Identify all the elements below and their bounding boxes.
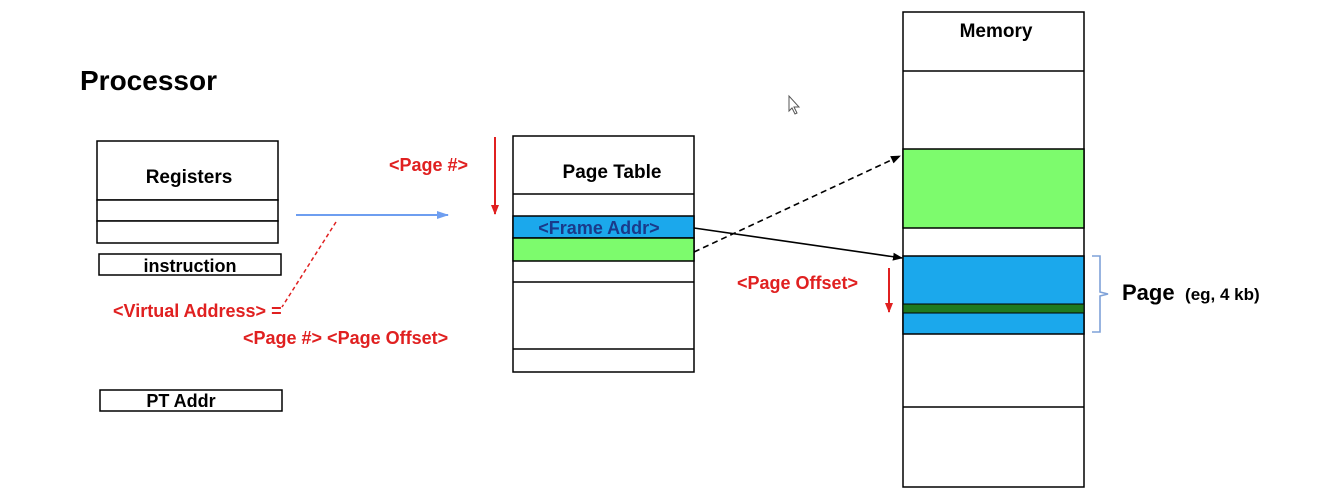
frame-pointer-arrow	[693, 227, 903, 261]
memory-byte-highlight	[902, 303, 1085, 314]
virtual-address-leader	[281, 221, 337, 308]
memory-frame-green	[902, 148, 1085, 229]
frame-addr-label: <Frame Addr>	[538, 218, 659, 238]
page-number-label: <Page #>	[389, 155, 468, 175]
memory: Memory	[902, 11, 1085, 488]
registers-label: Registers	[146, 167, 233, 188]
page-label-main: Page	[1122, 280, 1175, 305]
processor-title: Processor	[80, 65, 217, 96]
page-size-label: Page (eg, 4 kb)	[1122, 280, 1260, 305]
virtual-address-label: <Virtual Address> =	[113, 301, 282, 321]
page-bracket	[1092, 255, 1109, 333]
instruction-register: instruction	[98, 253, 282, 276]
frame-pointer-dashed-arrow	[693, 155, 901, 253]
memory-title: Memory	[960, 21, 1033, 42]
pt-addr-register: PT Addr	[99, 389, 283, 412]
pt-addr-label: PT Addr	[146, 391, 215, 411]
page-table-entry-green	[512, 237, 695, 262]
mouse-cursor-icon	[788, 94, 801, 115]
page-table-title: Page Table	[563, 162, 662, 183]
registers-block: Registers	[96, 140, 279, 244]
page-offset-label: <Page Offset>	[737, 273, 858, 293]
page-label-note: (eg, 4 kb)	[1185, 285, 1260, 304]
instruction-label: instruction	[144, 256, 237, 276]
memory-frame-page	[902, 255, 1085, 335]
page-table: Page Table <Frame Addr>	[512, 135, 695, 373]
virtual-address-breakdown: <Page #> <Page Offset>	[243, 328, 448, 348]
